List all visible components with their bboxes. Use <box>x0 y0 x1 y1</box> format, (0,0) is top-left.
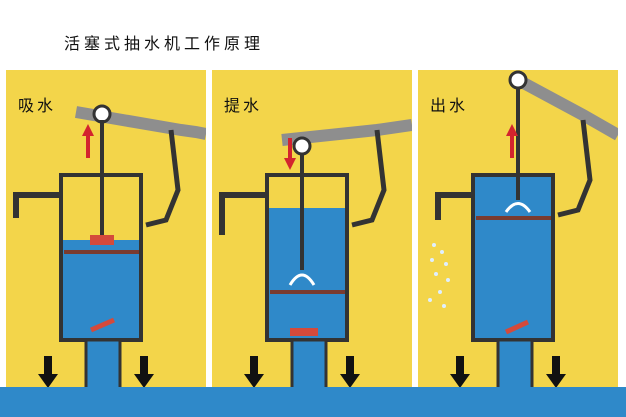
panel-discharge: 出水 <box>418 70 618 410</box>
support-arm <box>557 119 593 218</box>
pump-handle <box>515 74 618 141</box>
lower-valve <box>90 317 115 333</box>
panel-label-discharge: 出水 <box>430 96 469 115</box>
panel-suction: 吸水 <box>6 70 206 410</box>
handle-pivot <box>92 104 112 124</box>
panel-label-lifting: 提水 <box>224 96 263 115</box>
handle-pivot <box>508 70 528 90</box>
piston-valve <box>288 273 316 286</box>
piston-valve <box>504 202 532 213</box>
panel-lifting: 提水 <box>212 70 412 410</box>
support-arm <box>145 129 181 228</box>
black-arrow-left-head <box>38 374 58 388</box>
black-arrow-right-head <box>340 374 360 388</box>
red-arrow-up-head <box>506 124 518 136</box>
lower-valve <box>504 319 530 335</box>
outlet-spout <box>435 192 473 220</box>
lifting-illustration <box>219 119 412 410</box>
water-splash <box>428 243 450 308</box>
suction-illustration <box>13 104 206 410</box>
black-arrow-left-head <box>244 374 264 388</box>
pump-handle <box>74 106 206 140</box>
black-arrow-right-head <box>546 374 566 388</box>
diagram-title: 活塞式抽水机工作原理 <box>64 34 265 53</box>
discharge-illustration <box>428 70 618 410</box>
red-arrow-up-head <box>82 124 94 136</box>
lower-valve <box>290 328 318 336</box>
support-arm <box>351 129 387 228</box>
pump-cylinder <box>471 173 555 342</box>
red-arrow-down-head <box>284 158 296 170</box>
outlet-spout <box>13 192 61 218</box>
outlet-spout <box>219 192 267 235</box>
water-in-cylinder <box>269 208 345 338</box>
panel-label-suction: 吸水 <box>18 96 57 115</box>
water-in-cylinder <box>63 240 139 338</box>
black-arrow-right-head <box>134 374 154 388</box>
piston-valve <box>90 235 114 245</box>
black-arrow-left-head <box>450 374 470 388</box>
handle-pivot <box>292 136 312 156</box>
ground-water <box>0 387 626 417</box>
